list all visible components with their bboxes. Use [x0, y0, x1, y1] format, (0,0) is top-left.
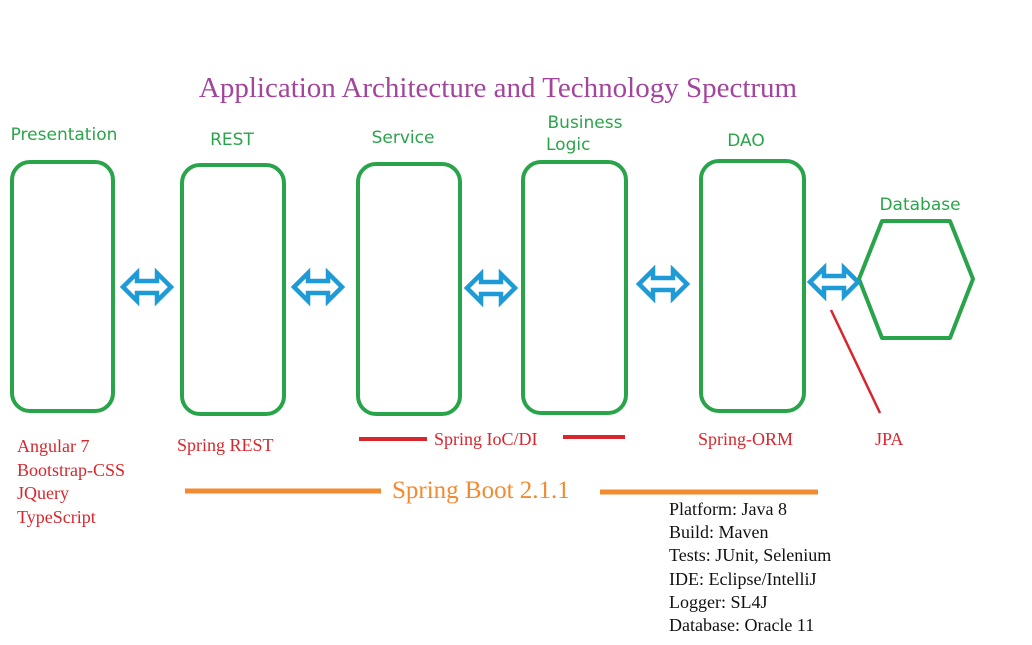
diagram-title: Application Architecture and Technology … — [198, 72, 798, 104]
double-arrow-icon — [806, 262, 862, 302]
double-arrow-icon — [290, 267, 346, 307]
double-arrow-icon — [635, 264, 691, 304]
service-layer-box — [356, 162, 462, 416]
layer-label-business: Business — [547, 113, 623, 133]
layer-label-presentation: Presentation — [10, 125, 118, 145]
tech-item: Angular 7 — [17, 436, 90, 456]
spring-boot-label: Spring Boot 2.1.1 — [392, 477, 570, 504]
platform-info-item: Logger: SL4J — [669, 591, 768, 612]
tech-item: JQuery — [17, 483, 69, 503]
platform-info-item: Tests: JUnit, Selenium — [669, 545, 832, 566]
jpa-tech-label: JPA — [875, 429, 904, 449]
presentation-tech-list: Angular 7 Bootstrap-CSS JQuery TypeScrip… — [17, 435, 125, 529]
layer-label-service: Service — [371, 128, 435, 148]
presentation-layer-box — [10, 160, 115, 413]
tech-item: Bootstrap-CSS — [17, 459, 126, 480]
tech-item: TypeScript — [17, 506, 96, 527]
platform-info-item: Database: Oracle 11 — [669, 615, 815, 636]
double-arrow-icon — [119, 267, 175, 307]
business-logic-layer-box — [521, 160, 628, 415]
layer-label-dao: DAO — [727, 131, 765, 151]
layer-label-logic: Logic — [546, 135, 591, 155]
rest-layer-box — [180, 163, 286, 416]
platform-info-item: IDE: Eclipse/IntelliJ — [669, 568, 817, 589]
platform-info-item: Platform: Java 8 — [669, 499, 787, 519]
ioc-tech-label: Spring IoC/DI — [434, 429, 538, 449]
platform-info-item: Build: Maven — [669, 522, 769, 543]
layer-label-rest: REST — [210, 130, 254, 150]
dao-tech-label: Spring-ORM — [698, 429, 794, 449]
layer-label-database: Database — [879, 195, 961, 215]
platform-info-list: Platform: Java 8 Build: Maven Tests: JUn… — [669, 498, 831, 637]
double-arrow-icon — [463, 268, 519, 308]
rest-tech-label: Spring REST — [177, 435, 274, 455]
jpa-connector-line — [829, 309, 882, 414]
dao-layer-box — [699, 159, 806, 413]
layer-label-business-logic: Business Logic — [534, 112, 636, 156]
database-hexagon — [857, 219, 975, 340]
